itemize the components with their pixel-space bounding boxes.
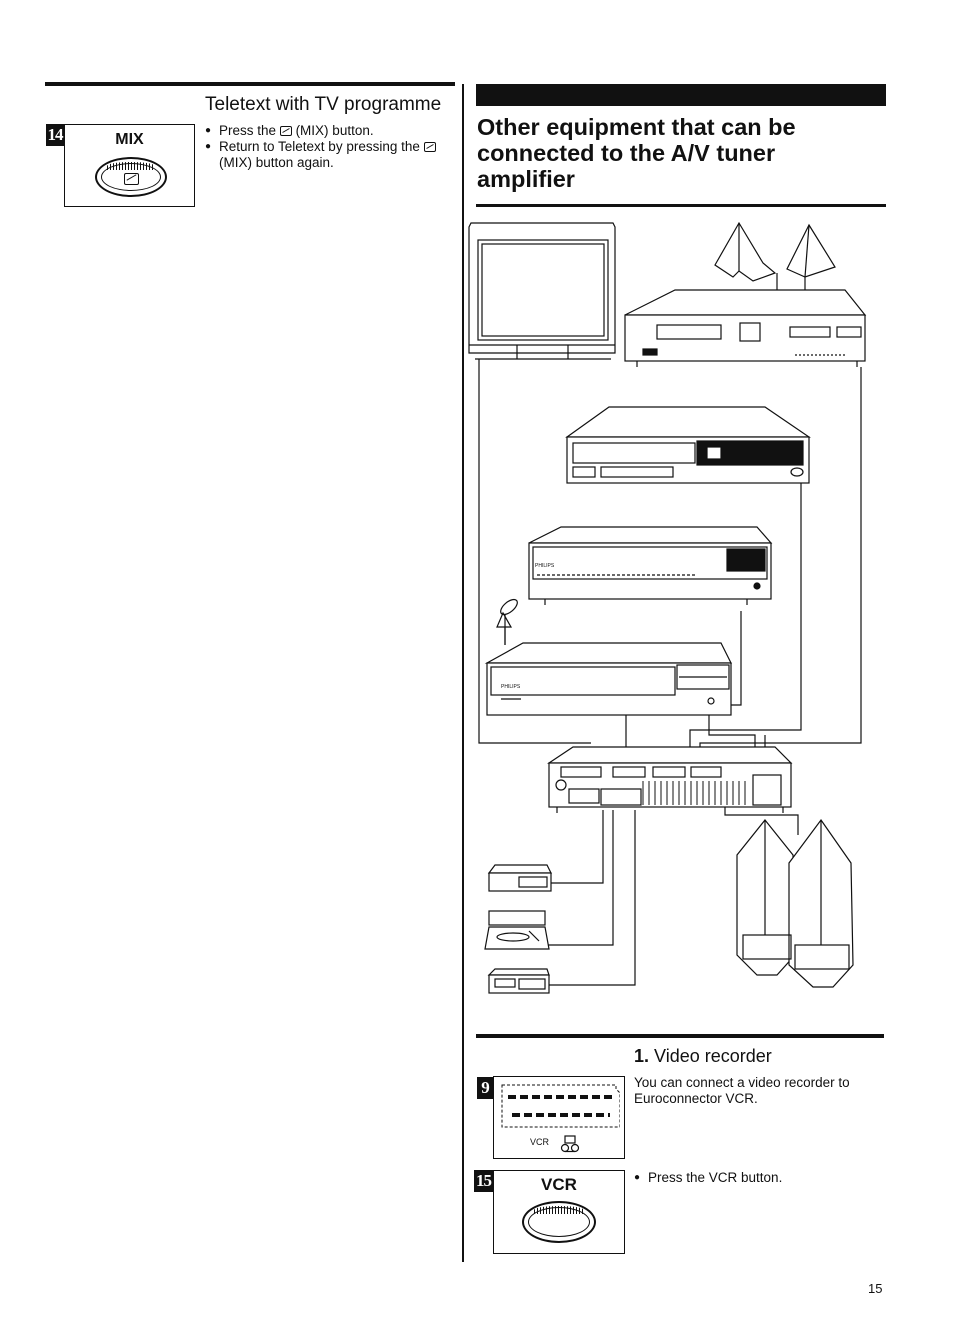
right-title-underline (476, 204, 886, 207)
cassette-deck (487, 864, 552, 892)
vcr-button-label: VCR (541, 1175, 577, 1194)
compact-disc-player (487, 968, 550, 994)
euroconnector-description: You can connect a video recorder to Euro… (634, 1075, 850, 1106)
mix-icon (279, 126, 292, 136)
step-badge-9: 9 (477, 1077, 493, 1099)
instruction-return-teletext: Return to Teletext by pressing the (MIX)… (205, 139, 455, 171)
mix-button-highlight (107, 162, 155, 170)
vcr-button[interactable] (522, 1201, 596, 1243)
subsection-title: 1. Video recorder (634, 1046, 772, 1067)
tv-set (468, 222, 616, 360)
mix-instructions: Press the (MIX) button. Return to Telete… (205, 123, 455, 171)
av-tuner-amplifier (547, 746, 793, 813)
vcr-button-panel: VCR (493, 1170, 625, 1254)
tape-icon (560, 1135, 580, 1153)
page-number: 15 (868, 1281, 883, 1296)
right-title-bar (476, 84, 886, 106)
signal-cables (478, 359, 862, 986)
page-title: Other equipment that can be connected to… (477, 114, 796, 192)
turntable (484, 910, 550, 950)
mix-icon (423, 142, 436, 152)
brand-label-satellite: PHILIPS (535, 563, 555, 569)
mix-button-label: MIX (115, 131, 144, 148)
teletext-section-title: Teletext with TV programme (205, 94, 442, 115)
mix-button[interactable] (95, 157, 167, 197)
connector-label: VCR (530, 1137, 550, 1147)
video-recorder-2 (484, 642, 732, 716)
satellite-receiver (528, 526, 773, 605)
subsection-rule (476, 1034, 884, 1038)
mix-icon (124, 173, 139, 185)
euroconnector-diagram (501, 1084, 620, 1128)
video-recorder-1 (565, 406, 811, 484)
satellite-dish-icon (496, 598, 518, 645)
step-badge-14: 14 (46, 124, 64, 146)
left-top-rule (45, 82, 455, 86)
instruction-press-vcr: Press the VCR button. (634, 1170, 874, 1186)
vcr-instructions: Press the VCR button. (634, 1170, 874, 1186)
tv-speakers (714, 221, 836, 290)
connection-diagram: PHILIPS PHILIPS (468, 221, 867, 994)
instruction-press-mix: Press the (MIX) button. (205, 123, 455, 139)
main-speakers (736, 818, 854, 988)
euroconnector-panel: VCR (493, 1076, 625, 1159)
vcr-button-highlight (534, 1206, 584, 1214)
cd-player (624, 289, 867, 367)
column-divider (462, 84, 464, 1262)
subsection-number: 1. (634, 1046, 650, 1066)
step-badge-15: 15 (474, 1170, 493, 1192)
mix-button-panel: MIX (64, 124, 195, 207)
subsection-name: Video recorder (654, 1046, 772, 1066)
brand-label-vcr: PHILIPS (501, 684, 521, 690)
